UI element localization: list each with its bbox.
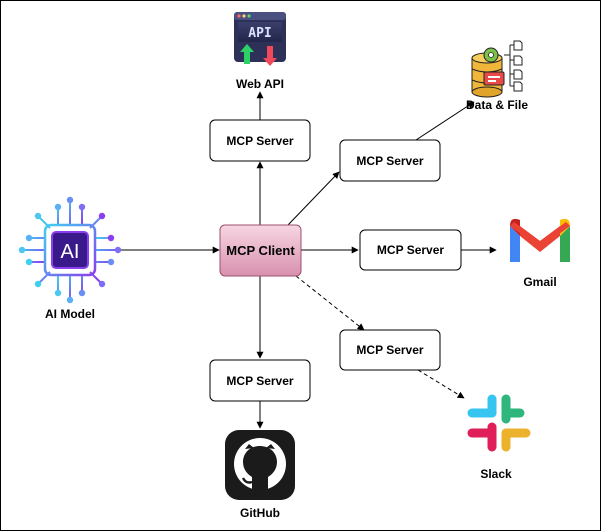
web-api-label: Web API	[236, 77, 284, 91]
ai-model-label: AI Model	[45, 307, 95, 321]
mcp-server-lower-right[interactable]: MCP Server	[339, 329, 441, 371]
api-screen-text: API	[248, 26, 271, 41]
data-file-node[interactable]: Data & File	[466, 40, 528, 112]
mcp-server-lower-right-label: MCP Server	[356, 343, 423, 357]
ai-model-node[interactable]: AI AI Model	[18, 196, 122, 321]
ai-chip-icon	[25, 203, 115, 297]
edge-server-upper-right-to-data	[415, 101, 475, 141]
ai-circuit-nodes	[18, 196, 122, 304]
mcp-server-bottom-label: MCP Server	[226, 374, 293, 388]
github-label: GitHub	[240, 506, 280, 520]
gmail-icon	[510, 218, 570, 262]
mcp-server-upper-right[interactable]: MCP Server	[339, 139, 441, 182]
github-icon	[225, 430, 295, 500]
mcp-client-node[interactable]: MCP Client	[219, 224, 302, 277]
gmail-label: Gmail	[523, 275, 556, 289]
web-api-icon: API	[234, 12, 286, 66]
mcp-server-top[interactable]: MCP Server	[209, 119, 311, 162]
web-api-node[interactable]: API Web API	[234, 12, 286, 91]
ai-chip-text: AI	[61, 241, 80, 263]
slack-node[interactable]: Slack	[467, 394, 531, 481]
slack-icon	[467, 394, 531, 452]
edge-client-to-server-lower-right	[295, 275, 365, 331]
mcp-server-bottom[interactable]: MCP Server	[209, 359, 311, 402]
edge-client-to-server-upper-right	[287, 171, 340, 226]
mcp-server-top-label: MCP Server	[226, 134, 293, 148]
gmail-node[interactable]: Gmail	[510, 218, 570, 289]
edge-server-lower-right-to-slack	[417, 369, 465, 399]
database-files-icon	[471, 40, 523, 98]
data-file-label: Data & File	[466, 98, 528, 112]
connectors	[120, 91, 497, 429]
mcp-client-label: MCP Client	[226, 243, 295, 258]
github-node[interactable]: GitHub	[225, 430, 295, 520]
mcp-server-right-label: MCP Server	[377, 243, 444, 257]
mcp-server-right[interactable]: MCP Server	[359, 229, 462, 271]
slack-label: Slack	[480, 467, 512, 481]
mcp-server-upper-right-label: MCP Server	[356, 154, 423, 168]
